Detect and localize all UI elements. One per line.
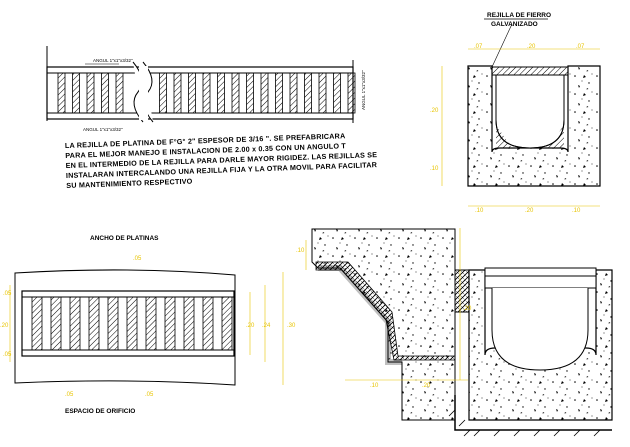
grate-bar [260,72,269,114]
note-line-5: SU MANTENIMIENTO RESPECTIVO [66,177,193,190]
grate-bar [101,72,109,114]
dim-left-lower: .10 [430,166,439,172]
dim-bottom-left: .10 [475,208,484,214]
grate-bar [88,296,100,351]
grate-bar [183,296,195,351]
grate-bar [145,296,157,351]
dim-grate-top: .05 [133,256,142,262]
grate-bar [202,296,214,351]
grate-bar [221,296,233,351]
dim-road-vert: .20 [463,306,472,312]
grate-title: ANCHO DE PLATINAS [90,235,159,242]
specification-note: LA REJILLA DE PLATINA DE F°G° 2" ESPESOR… [65,131,378,190]
grate-bar [231,72,240,114]
dim-top-left: .07 [474,44,483,50]
dim-left-upper: .20 [430,108,439,114]
grate-bar [31,296,43,351]
grate-bar [173,72,182,114]
road-channel-section: .10 .20 .10 .20 [296,228,613,437]
dim-grate-right-a: .20 [246,323,255,329]
grate-bar [289,72,298,114]
grate-bar [217,72,225,114]
grate-bar [333,72,341,114]
grate-bar [318,72,327,114]
grate-bar [188,72,196,114]
dim-grate-left-mid: .20 [0,323,9,329]
grate-bar [86,72,95,114]
grate-bar [69,296,81,351]
channel-section-top-right: REJILLA DE FIERRO GALVANIZADO .07 .20 .0… [430,12,601,214]
section-title-line1: REJILLA DE FIERRO [487,12,551,19]
dim-grate-right-c: .30 [287,323,296,329]
dim-grate-left-b: .05 [3,352,12,358]
grate-bar [107,296,119,351]
dim-grate-bottom-b: .05 [145,392,154,398]
grate-bar [246,72,254,114]
dim-top-right: .07 [576,44,585,50]
angle-label-right: ANGUL 1"x1"x3/32" [361,70,366,110]
plan-detail: ANGUL 1"x1"x3/32" ANGUL 1"x1"x3/32" ANGU… [46,46,366,132]
grate-subtitle: ESPACIO DE ORIFICIO [65,408,135,415]
dim-road-bottom-a: .10 [370,383,379,389]
dim-road-bottom-b: .20 [422,383,431,389]
dim-bottom-right: .10 [572,208,581,214]
grate-bar [347,72,356,114]
grate-detail: ANCHO DE PLATINAS ESPACIO DE ORIFICIO .0… [0,235,296,415]
grate-bar [72,72,80,114]
grate-bar [164,296,176,351]
grate-bar [115,72,124,114]
dim-bottom-mid: .20 [525,208,534,214]
grate-bar [57,72,66,114]
dim-grate-left-a: .05 [3,291,12,297]
grate-bar [304,72,312,114]
angle-label-top: ANGUL 1"x1"x3/32" [93,58,133,63]
grate-bar [275,72,283,114]
grate-bar [202,72,211,114]
dim-grate-right-b: .24 [262,323,271,329]
angle-label-bottom: ANGUL 1"x1"x3/32" [83,127,123,132]
dim-grate-bottom-a: .05 [65,392,74,398]
section-title-line2: GALVANIZADO [491,21,538,28]
grate-bar [126,296,138,351]
grate-bar [50,296,62,351]
dim-road-left: .10 [296,248,305,254]
dim-top-mid: .20 [527,44,536,50]
grate-bar [159,72,167,114]
